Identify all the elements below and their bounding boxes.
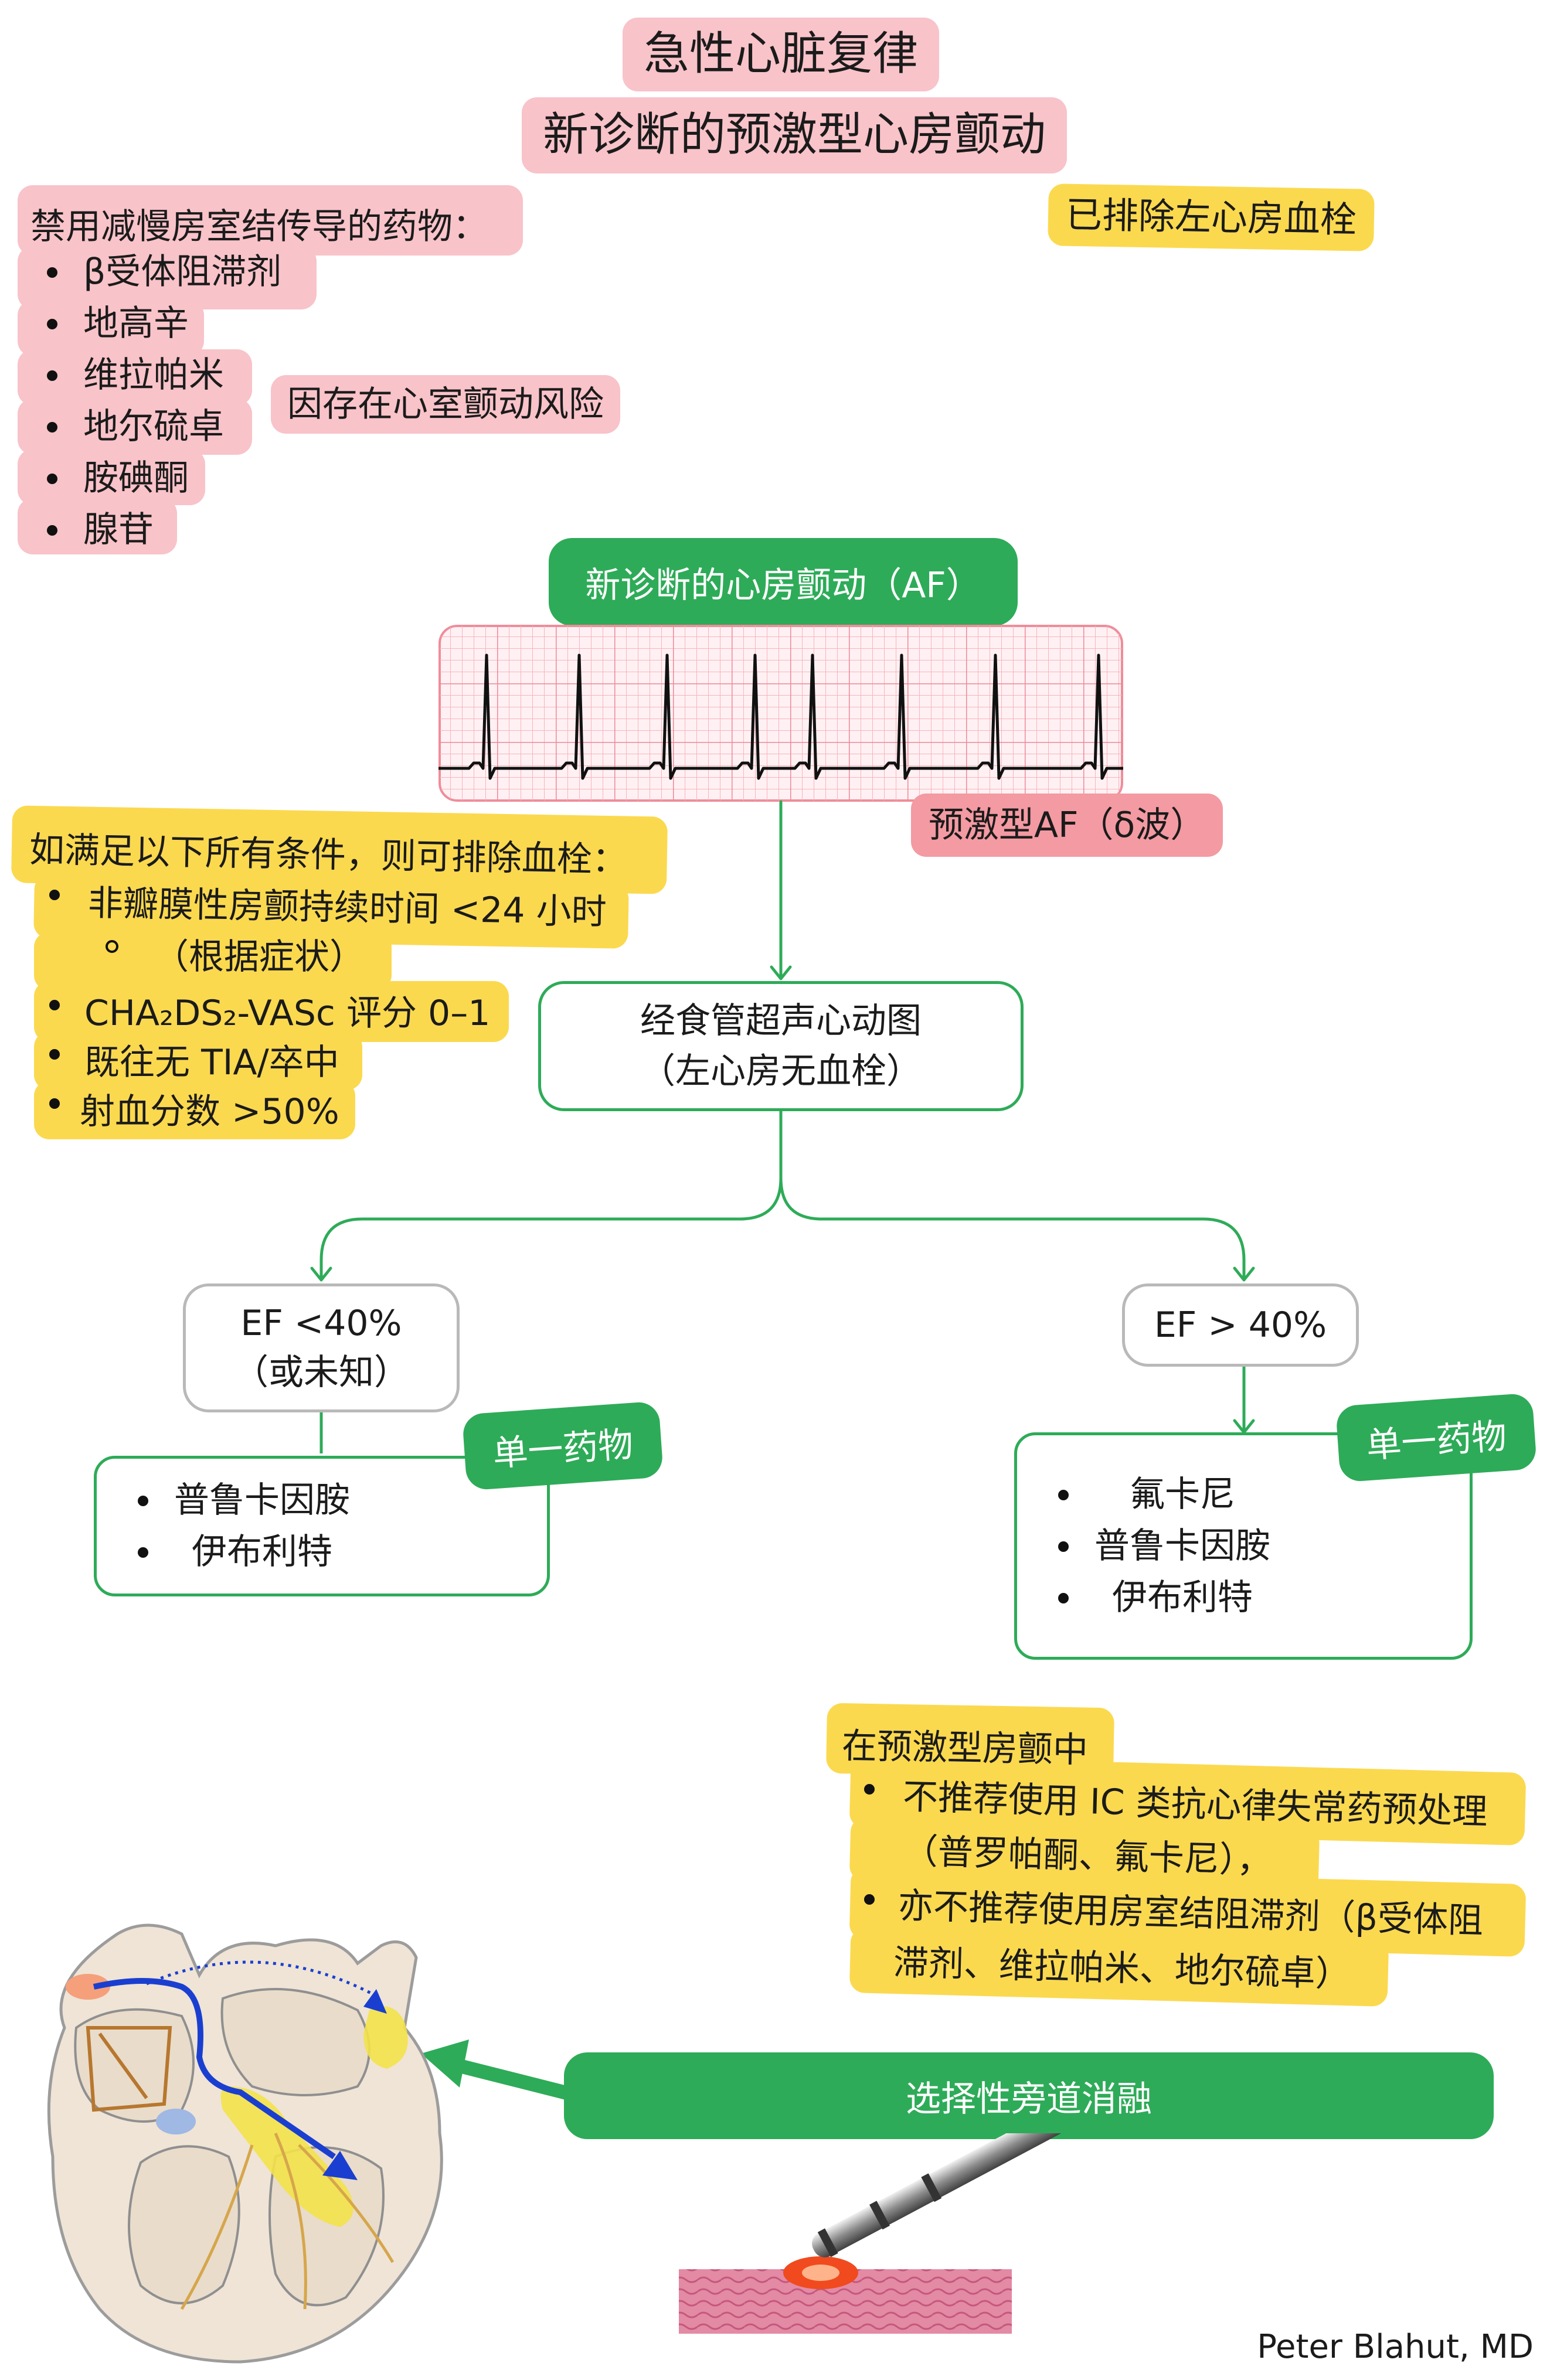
criteria-bullet	[49, 1049, 60, 1060]
author-credit: Peter Blahut, MD	[1257, 2328, 1534, 2366]
note-item1-line2: （普罗帕酮、氟卡尼），	[902, 1830, 1273, 1882]
list-item: 普鲁卡因胺	[126, 1475, 350, 1526]
list-item: 氟卡尼	[1046, 1469, 1270, 1520]
list-item: 伊布利特	[1046, 1572, 1270, 1623]
ecg-strip	[438, 625, 1123, 802]
ef-high-line: EF > 40%	[1154, 1305, 1327, 1346]
note-bullet	[864, 1894, 875, 1905]
criteria-bullet	[49, 1098, 60, 1109]
contraindicated-heading: 禁用减慢房室结传导的药物：	[30, 206, 488, 247]
ef-low-line2: （或未知）	[233, 1352, 409, 1393]
tee-line2: （左心房无血栓）	[640, 1051, 922, 1092]
title-line1: 急性心脏复律	[623, 18, 940, 91]
ef-high-box: EF > 40%	[1122, 1283, 1359, 1367]
list-item: 地尔硫卓	[35, 401, 281, 452]
ablation-banner: 选择性旁道消融	[564, 2052, 1494, 2139]
ef-low-box: EF <40% （或未知）	[183, 1283, 460, 1412]
criteria-sub-bullet	[106, 940, 118, 953]
list-item: 伊布利特	[126, 1526, 350, 1578]
ablation-arrow	[421, 2039, 576, 2100]
heart-conduction-illustration	[47, 1923, 443, 2364]
list-item: 地高辛	[35, 298, 281, 349]
contraindicated-list: β受体阻滞剂 地高辛 维拉帕米 地尔硫卓 胺碘酮 腺苷	[35, 246, 281, 556]
criteria-bullet	[49, 890, 60, 900]
list-item: 腺苷	[35, 504, 281, 556]
criteria-bullet	[49, 1000, 60, 1010]
flow-connectors	[310, 800, 1255, 1453]
criteria-item-ef: 射血分数 >50%	[80, 1091, 339, 1132]
list-item: 普鲁卡因胺	[1046, 1520, 1270, 1572]
list-item: β受体阻滞剂	[35, 246, 281, 298]
ef-low-line1: EF <40%	[240, 1303, 402, 1344]
criteria-item-chadsvasc: CHA₂DS₂-VASc 评分 0–1	[84, 993, 491, 1034]
list-item: 维拉帕米	[35, 349, 281, 401]
criteria-item-tia: 既往无 TIA/卒中	[84, 1042, 339, 1083]
left-monotherapy-tag: 单一药物	[461, 1401, 664, 1491]
list-item: 胺碘酮	[35, 452, 281, 504]
tee-line1: 经食管超声心动图	[640, 1000, 922, 1041]
preexcited-note-heading: 在预激型房颤中	[841, 1725, 1089, 1771]
title-line2: 新诊断的预激型心房颤动	[522, 97, 1068, 173]
note-bullet	[864, 1784, 875, 1795]
ablation-catheter-illustration	[679, 2133, 1106, 2334]
tee-box: 经食管超声心动图 （左心房无血栓）	[538, 981, 1024, 1111]
criteria-item-symptoms: （根据症状）	[154, 937, 365, 978]
right-drug-box: 氟卡尼 普鲁卡因胺 伊布利特	[1014, 1432, 1473, 1660]
preexcited-af-tag: 预激型AF（δ波）	[911, 794, 1223, 857]
right-monotherapy-tag: 单一药物	[1335, 1392, 1538, 1483]
new-af-header: 新诊断的心房颤动（AF）	[549, 538, 1018, 626]
vf-risk-tag: 因存在心室颤动风险	[271, 375, 620, 434]
